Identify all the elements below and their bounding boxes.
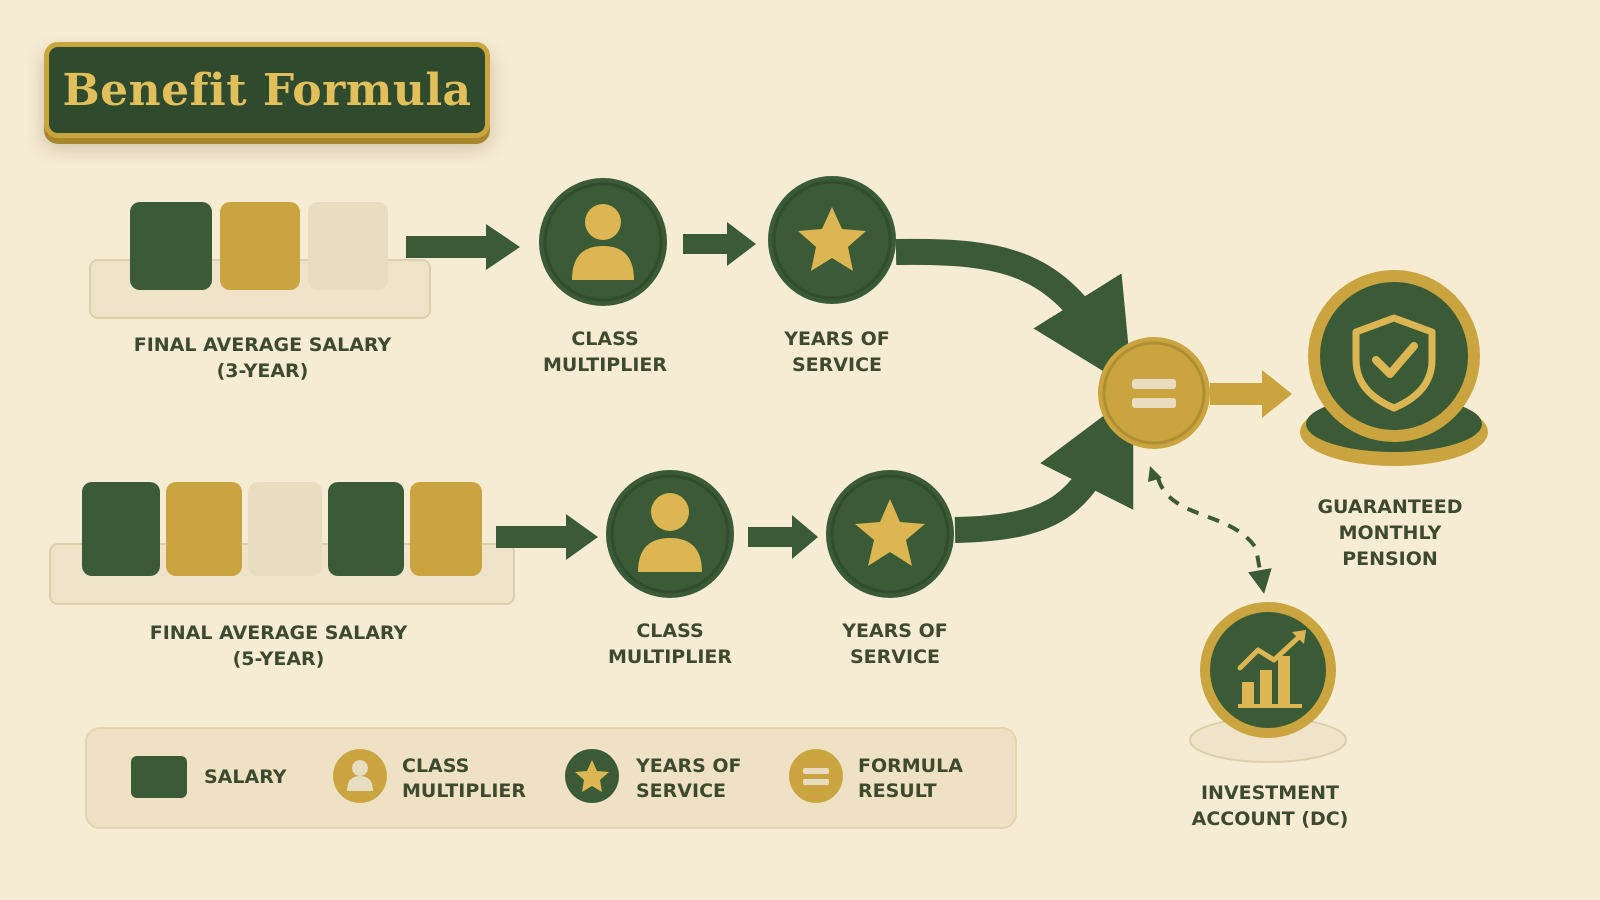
equals-icon [1098,337,1210,449]
dashed-link-arrowhead-up [1148,466,1162,482]
person-icon [539,178,667,306]
legend-label-result: FORMULA RESULT [858,755,963,802]
salary-blocks-3-year [89,202,431,319]
legend-box [85,727,1017,829]
multiplier-label-2: CLASS MULTIPLIER [607,620,733,668]
legend-label-service: YEARS OF SERVICE [636,755,742,802]
growth-chart-icon [1189,602,1347,763]
multiplier-label-1: CLASS MULTIPLIER [542,328,668,376]
person-icon [606,470,734,598]
legend-label-multiplier: CLASS MULTIPLIER [402,755,527,802]
arrow-multiplier-to-service-2 [748,515,818,559]
pension-label: GUARANTEED MONTHLY PENSION [1317,496,1463,570]
page-title: Benefit Formula [62,64,472,116]
salary-block-icon [131,756,187,798]
dashed-link-investment [1156,477,1272,594]
star-icon [826,470,954,598]
investment-label: INVESTMENT ACCOUNT (DC) [1191,782,1349,830]
legend-label-salary: SALARY [204,766,287,788]
arrow-salary-to-multiplier-1 [406,224,520,270]
service-label-1: YEARS OF SERVICE [784,328,890,376]
title-plaque: Benefit Formula [44,42,490,138]
equals-icon [789,749,843,803]
path-row1-to-result [895,238,1133,390]
arrow-multiplier-to-service-1 [683,222,756,266]
salary-label-3-year: FINAL AVERAGE SALARY (3-YEAR) [133,334,392,382]
arrow-result-to-pension [1210,370,1292,418]
salary-blocks-5-year [49,482,515,605]
star-icon [768,176,896,304]
salary-label-5-year: FINAL AVERAGE SALARY (5-YEAR) [149,622,408,670]
service-label-2: YEARS OF SERVICE [842,620,948,668]
star-icon [565,749,619,803]
arrow-salary-to-multiplier-2 [496,514,598,560]
person-icon [333,749,387,803]
shield-check-icon [1300,270,1488,466]
path-row2-to-result [954,393,1134,543]
